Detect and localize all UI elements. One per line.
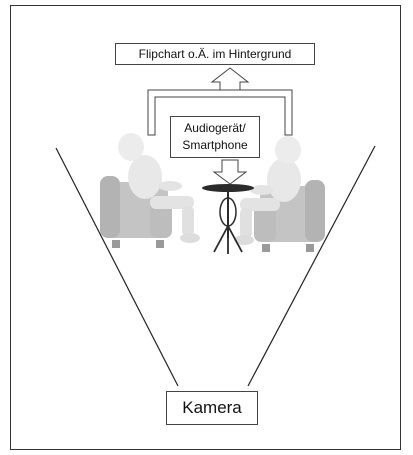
- audio-label-line2: Smartphone: [182, 138, 248, 152]
- connector-frame: [147, 89, 293, 136]
- camera-view-line-left: [55, 147, 179, 387]
- audio-label-line1: Audiogerät/: [184, 121, 246, 135]
- diagram-frame: [10, 5, 401, 450]
- camera-view-line-right: [247, 145, 376, 387]
- camera-label: Kamera: [166, 391, 258, 425]
- person-right-icon: [234, 136, 325, 252]
- flipchart-label: Flipchart o.Ä. im Hintergrund: [115, 43, 315, 65]
- side-table-icon: [202, 184, 254, 254]
- person-left-icon: [100, 133, 200, 248]
- up-arrow-icon: [210, 67, 250, 91]
- audio-device-label: Audiogerät/ Smartphone: [170, 116, 260, 158]
- down-arrow-icon: [212, 159, 248, 185]
